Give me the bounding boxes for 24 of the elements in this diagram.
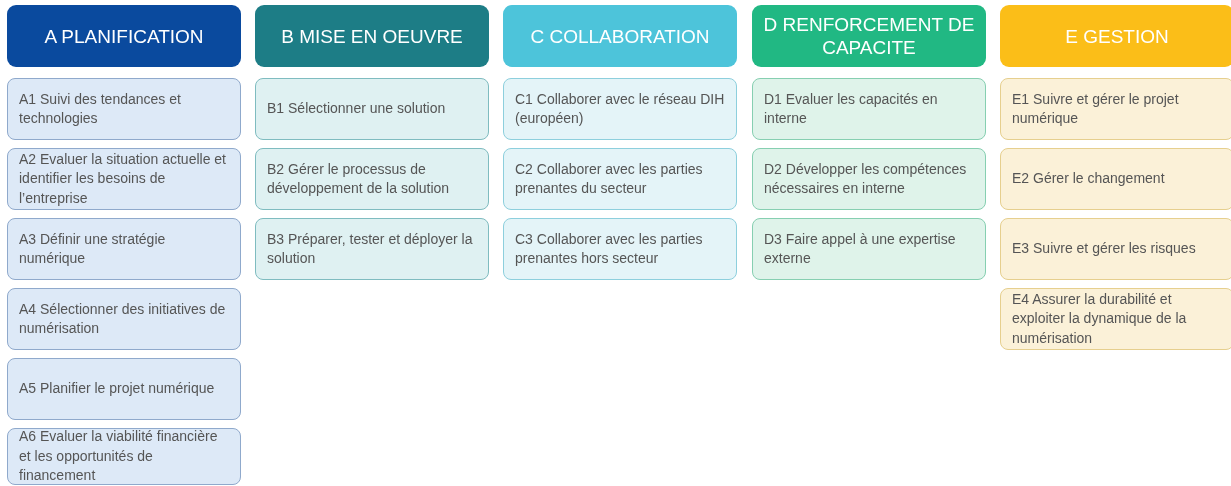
activity-card: A1 Suivi des tendances et technologies xyxy=(7,78,241,140)
activity-card: B1 Sélectionner une solution xyxy=(255,78,489,140)
activity-card: A6 Evaluer la viabilité financière et les opportunités de financement xyxy=(7,428,241,485)
activity-card: C1 Collaborer avec le réseau DIH (européen) xyxy=(503,78,737,140)
activity-card: E4 Assurer la durabilité et exploiter la dynamique de la numérisation xyxy=(1000,288,1231,350)
activity-card: C2 Collaborer avec les parties prenantes du secteur xyxy=(503,148,737,210)
activity-card: A4 Sélectionner des initiatives de numérisation xyxy=(7,288,241,350)
activity-card: D1 Evaluer les capacités en interne xyxy=(752,78,986,140)
activity-card: A2 Evaluer la situation actuelle et identifier les besoins de l’entreprise xyxy=(7,148,241,210)
activity-card: B2 Gérer le processus de développement de la solution xyxy=(255,148,489,210)
column-header: D RENFORCEMENT DE CAPACITE xyxy=(752,5,986,67)
activity-card: E2 Gérer le changement xyxy=(1000,148,1231,210)
column-header: B MISE EN OEUVRE xyxy=(255,5,489,67)
activity-card: D3 Faire appel à une expertise externe xyxy=(752,218,986,280)
activity-card: B3 Préparer, tester et déployer la solution xyxy=(255,218,489,280)
column-header: E GESTION xyxy=(1000,5,1231,67)
activity-card: C3 Collaborer avec les parties prenantes hors secteur xyxy=(503,218,737,280)
column-header: C COLLABORATION xyxy=(503,5,737,67)
activity-card: E1 Suivre et gérer le projet numérique xyxy=(1000,78,1231,140)
activity-card: A5 Planifier le projet numérique xyxy=(7,358,241,420)
column-header: A PLANIFICATION xyxy=(7,5,241,67)
activity-card: A3 Définir une stratégie numérique xyxy=(7,218,241,280)
activity-card: D2 Développer les compétences nécessaires en interne xyxy=(752,148,986,210)
activity-card: E3 Suivre et gérer les risques xyxy=(1000,218,1231,280)
